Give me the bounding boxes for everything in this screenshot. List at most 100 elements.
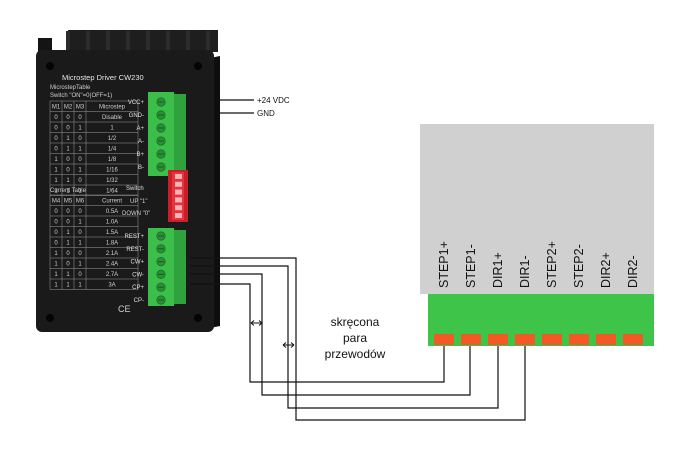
wire-rest-plus [190,257,526,421]
microstep-table-cell: Disable [102,115,123,121]
module-pad[interactable] [569,334,589,345]
microstep-table-cell: 1 [66,147,70,153]
mount-hole-br [194,314,202,322]
current-table-cell: 1 [54,262,58,268]
microstep-table-header-cell: M3 [76,105,85,111]
note-line-3: przewodów [325,347,386,361]
module-pad[interactable] [623,334,643,345]
dip-key[interactable] [175,213,182,218]
microstep-table-cell: 1/64 [106,189,118,195]
microstep-table-cell: 1/4 [108,147,117,153]
current-table-cell: 1 [66,272,70,278]
power-pin-label: A- [138,139,144,145]
current-table-cell: 0 [78,251,82,257]
current-table-cell: 1 [66,241,70,247]
power-leads: +24 VDC GND [220,96,290,118]
power-pin-label: VCC+ [128,100,145,106]
mount-hole-tl [46,62,54,70]
microstep-table-cell: 0 [54,126,58,132]
microstep-table-cell: 1/32 [106,178,118,184]
current-table-cell: 1 [54,272,58,278]
module-pad[interactable] [542,334,562,345]
dip-switch[interactable] [168,170,188,222]
current-table-cell: 1 [54,283,58,289]
microstep-table-cell: 1 [78,168,82,174]
current-table-cell: 2.1A [106,251,118,257]
current-table-cell: 1 [78,241,82,247]
module-body [420,124,654,294]
current-table-cell: 1.5A [106,230,118,236]
dip-key[interactable] [175,197,182,203]
microstep-table-cell: 1 [54,178,58,184]
current-table-cell: 1 [54,251,58,257]
power-pin-label: B- [138,165,144,171]
wire-cw-minus [190,283,445,383]
module-pin-label: DIR1+ [491,252,505,288]
signal-pin-label: CW- [132,272,144,278]
twisted-pair-markers [250,320,295,348]
current-table-cell: 1 [66,230,70,236]
power-pin-labels: VCC+GND-A+A-B+B- [128,100,145,171]
twisted-pair-note: skręcona para przewodów [325,315,386,361]
microstep-table-cell: 1 [78,147,82,153]
module-pad[interactable] [434,334,454,345]
current-table-cell: 0 [78,230,82,236]
microstep-table-cell: 0 [66,126,70,132]
current-table-cell: 0.5A [106,209,118,215]
current-table-header-cell: M4 [52,199,61,205]
gnd-label: GND [257,109,275,118]
switch-up-label: UP "1" [130,199,148,205]
ce-mark: CE [118,304,131,314]
dip-key[interactable] [175,205,182,211]
controller-module: STEP1+STEP1-DIR1+DIR1-STEP2+STEP2-DIR2+D… [420,124,654,346]
current-table-cell: 0 [66,251,70,257]
current-table-cell: 0 [54,230,58,236]
module-pad[interactable] [515,334,535,345]
module-pin-label: DIR2+ [599,252,613,288]
wire-cw-plus [190,273,471,396]
switch-label: Switch [126,186,144,192]
stepper-driver: Microstep Driver CW230 MicrostepTable Sw… [36,30,220,332]
dip-key[interactable] [175,189,182,195]
microstep-table-cell: 0 [78,115,82,121]
module-pin-label: STEP2+ [545,241,559,288]
microstep-table-cell: 1 [110,126,114,132]
microstep-table-header-cell: Microstep [99,105,126,111]
microstep-table-cell: 1 [54,168,58,174]
module-pad[interactable] [488,334,508,345]
mount-hole-bl [46,314,54,322]
microstep-switch-note: Switch "ON"=0(OFF=1) [50,93,112,99]
note-line-2: para [343,331,367,345]
current-table-cell: 1.0A [106,220,118,226]
module-pin-label: STEP1+ [437,241,451,288]
power-pin-label: A+ [136,126,144,132]
current-table-header-cell: Current [102,199,122,205]
signal-pin-label: CP+ [132,285,144,291]
microstep-table-heading: MicrostepTable [50,85,91,91]
switch-down-label: DOWN "0" [122,211,150,217]
module-pin-labels: STEP1+STEP1-DIR1+DIR1-STEP2+STEP2-DIR2+D… [437,241,640,288]
microstep-table-cell: 0 [66,157,70,163]
module-pin-label: DIR2- [626,255,640,288]
current-table-cell: 0 [54,220,58,226]
current-table-cell: 1 [78,283,82,289]
dip-key[interactable] [175,181,182,187]
current-table-cell: 0 [66,220,70,226]
mount-hole-tr [194,62,202,70]
module-pin-label: STEP1- [464,244,478,288]
microstep-table-cell: 0 [54,147,58,153]
signal-terminal-block [148,228,186,306]
current-table-cell: 1 [66,283,70,289]
power-pin-label: GND- [129,113,144,119]
microstep-table-cell: 1 [66,178,70,184]
module-pad[interactable] [596,334,616,345]
module-pad[interactable] [461,334,481,345]
microstep-table-cell: 0 [54,115,58,121]
dip-key[interactable] [175,174,182,179]
current-table-cell: 0 [54,209,58,215]
current-table-cell: 1.8A [106,241,118,247]
microstep-table-cell: 1 [54,157,58,163]
current-table-cell: 3A [108,283,115,289]
vcc-label: +24 VDC [257,96,290,105]
